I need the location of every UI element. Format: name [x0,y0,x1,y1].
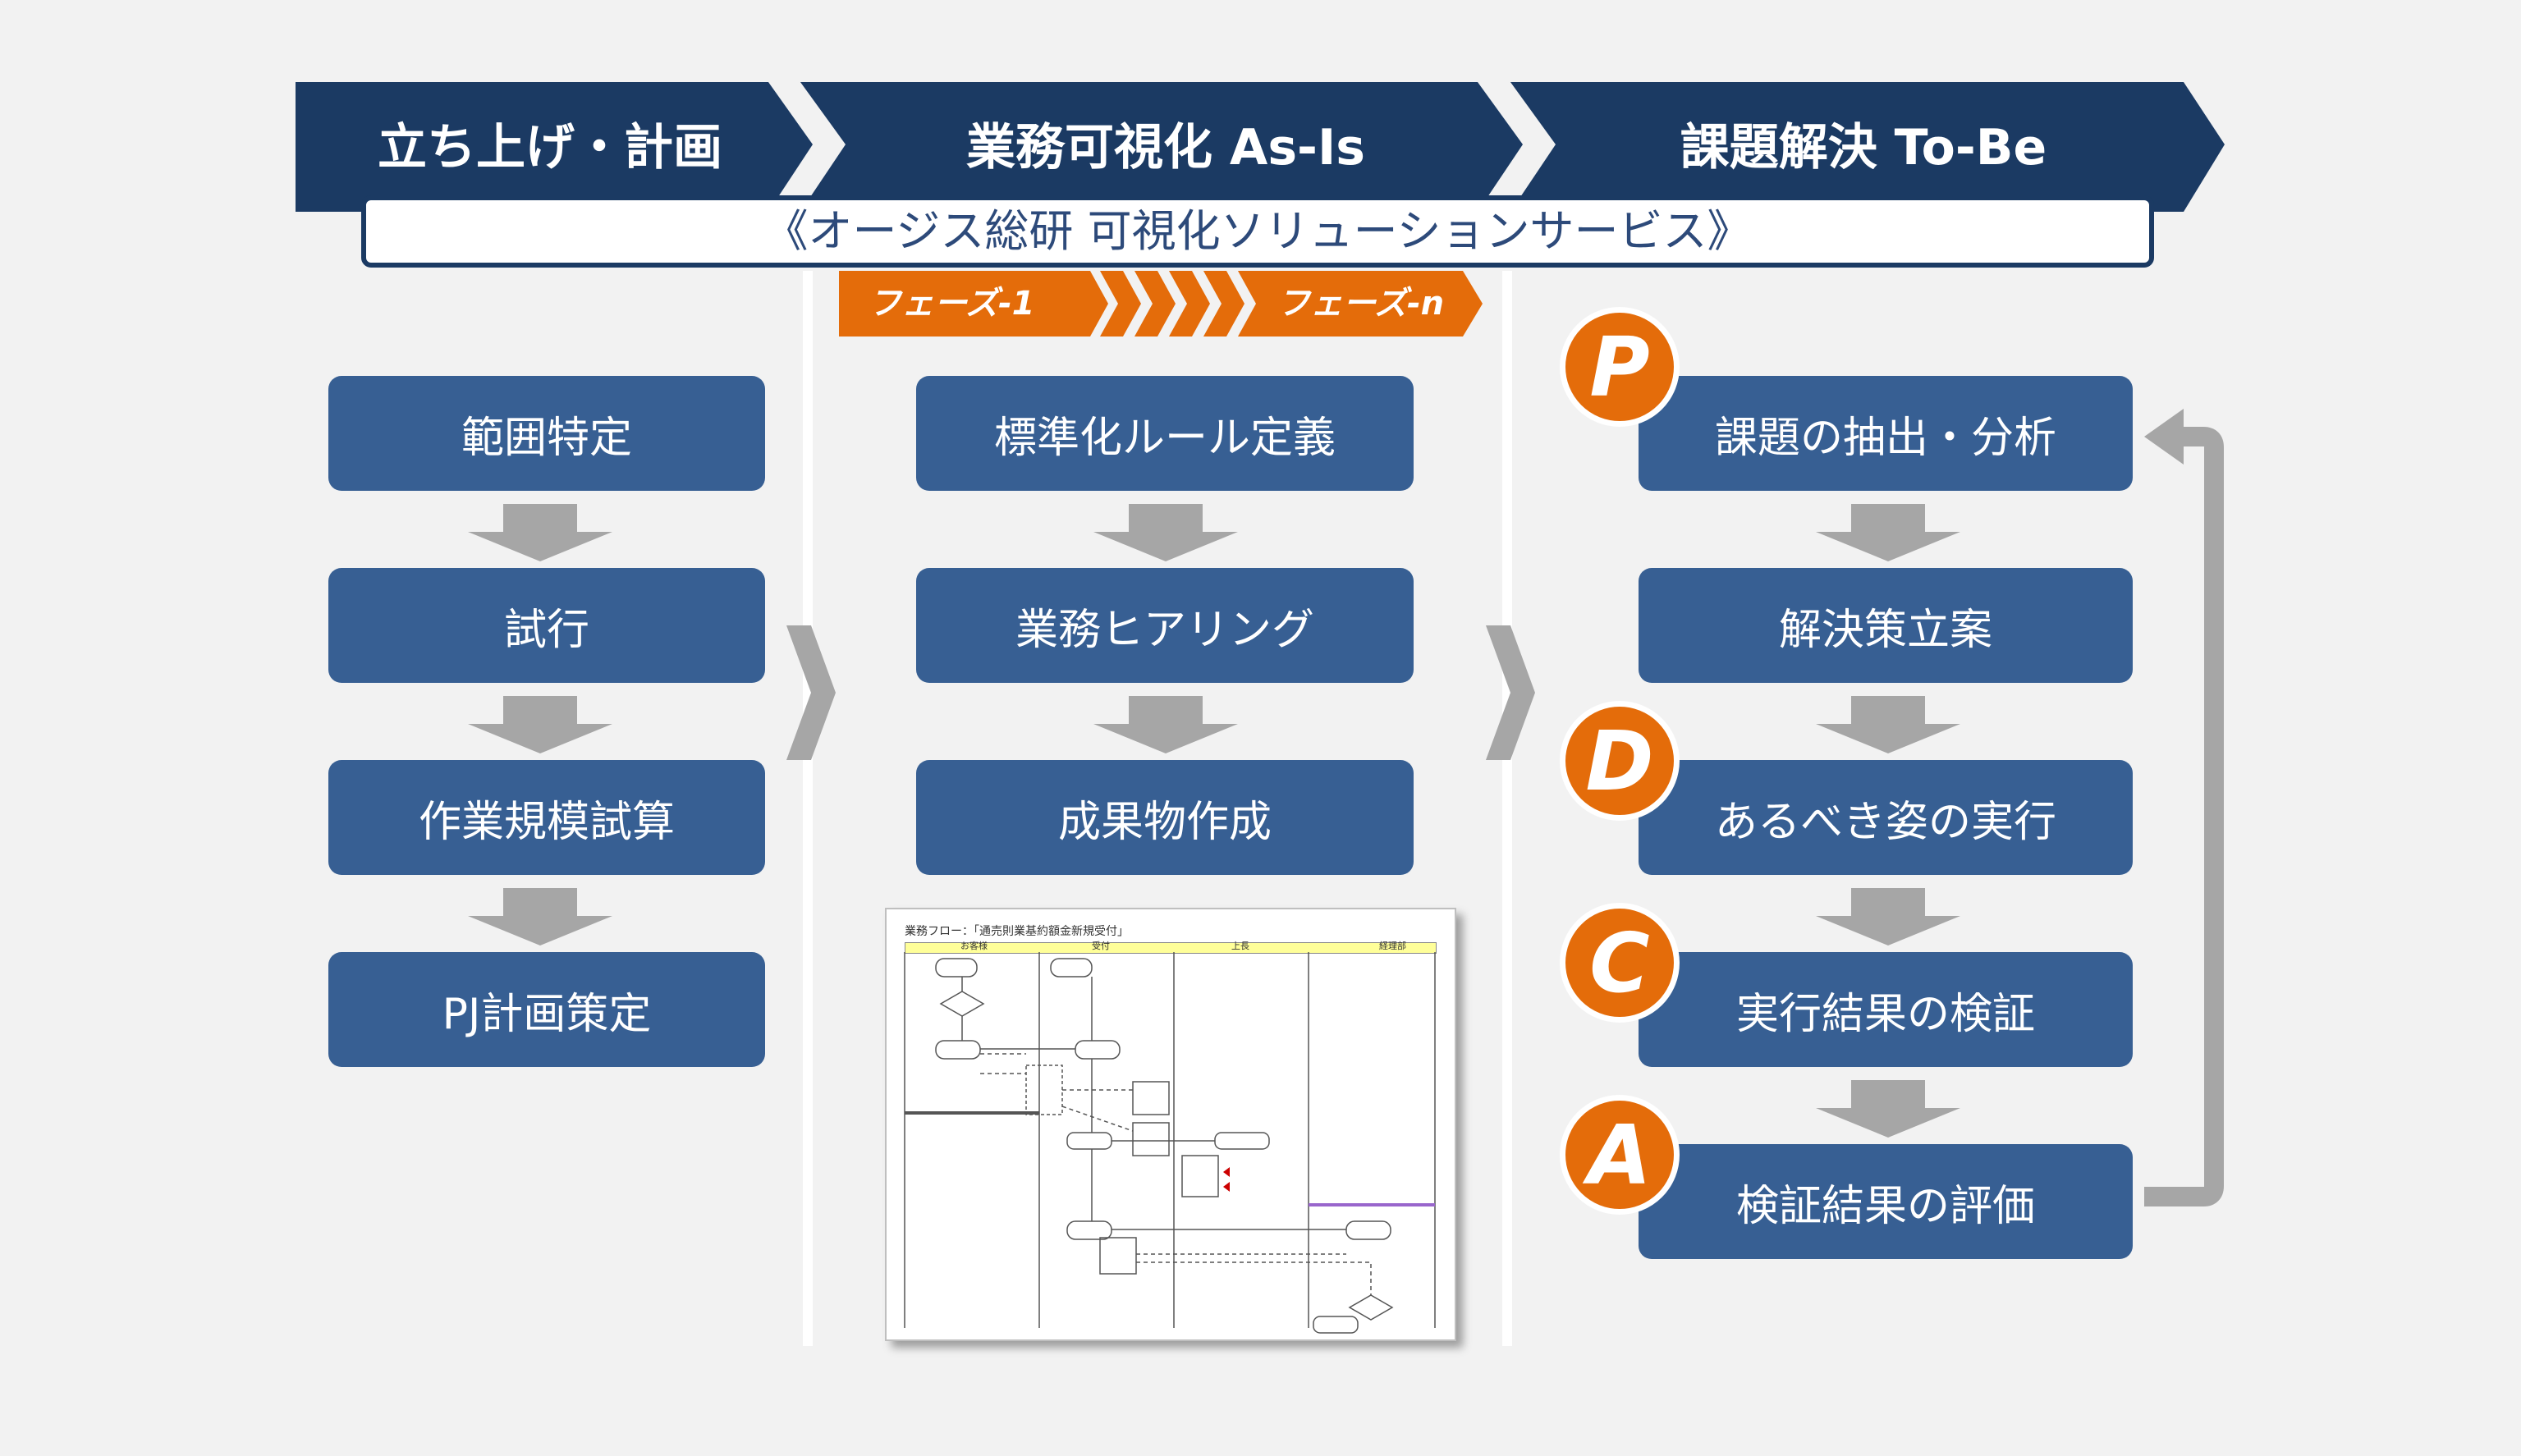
col1-box-trial: 試行 [328,568,765,683]
col3-arrow-2 [1816,696,1960,753]
flow-diagram-sketch [904,952,1436,1334]
phase-mini-1 [1100,271,1141,337]
pdca-a-badge: A [1560,1095,1680,1215]
flow-lane-3: 上長 [1231,941,1249,951]
divider-right [1502,271,1512,1346]
chevron-step1 [296,82,813,212]
col3-arrow-3 [1816,888,1960,945]
col2-box-hearing: 業務ヒアリング [916,568,1414,683]
pdca-loop-arrow [2144,427,2224,1206]
col3-box-evaluation: 検証結果の評価 [1639,1144,2133,1259]
flow-lane-header-bg [905,942,1437,954]
col2-box-deliverable: 成果物作成 [916,760,1414,875]
step3-label: 課題解決 To-Be [1680,119,2047,176]
col3-box-verification: 実行結果の検証 [1639,952,2133,1067]
col1-box-estimate: 作業規模試算 [328,760,765,875]
step2-label: 業務可視化 As-Is [966,119,1365,176]
col3-box-solution-plan: 解決策立案 [1639,568,2133,683]
col3-arrow-4 [1816,1080,1960,1138]
col3-box-issue-analysis: 課題の抽出・分析 [1639,376,2133,491]
phase-first-arrow [839,271,1108,337]
phase-mini-2 [1134,271,1176,337]
col2-arrow-2 [1093,696,1238,753]
business-flow-thumbnail: 業務フロー：「通売則業基約額金新規受付」 お客様 受付 上長 経理部 [885,908,1456,1341]
chevron-col1-to-col2 [786,625,836,760]
flow-lane-2: 受付 [1092,941,1110,951]
col2-arrow-1 [1093,504,1238,561]
pdca-d-badge: D [1560,701,1680,821]
col1-arrow-1 [468,504,612,561]
col1-arrow-2 [468,696,612,753]
flow-title: 業務フロー：「通売則業基約額金新規受付」 [905,925,1129,938]
col2-box-rules: 標準化ルール定義 [916,376,1414,491]
flow-lane-1: お客様 [960,941,988,951]
col1-box-scope: 範囲特定 [328,376,765,491]
chevron-step2 [800,82,1523,212]
chevron-col2-to-col3 [1486,625,1535,760]
phase-mini-3 [1169,271,1210,337]
col3-box-execution: あるべき姿の実行 [1639,760,2133,875]
pdca-p-badge: P [1560,307,1680,427]
service-banner: 《オージス総研 可視化ソリューションサービス》 [361,195,2154,268]
chevron-step3 [1510,82,2225,212]
col1-box-pj-plan: PJ計画策定 [328,952,765,1067]
pdca-c-badge: C [1560,903,1680,1023]
phase-last-label: フェーズ-n [1277,285,1445,323]
col1-arrow-3 [468,888,612,945]
step1-label: 立ち上げ・計画 [378,119,722,176]
col3-arrow-1 [1816,504,1960,561]
flow-lane-4: 経理部 [1379,941,1406,951]
phase-mini-4 [1203,271,1244,337]
pdca-loop-arrowhead [2144,409,2184,465]
phase-first-label: フェーズ-1 [869,285,1035,323]
divider-left [803,271,813,1346]
phase-last-arrow [1238,271,1483,337]
